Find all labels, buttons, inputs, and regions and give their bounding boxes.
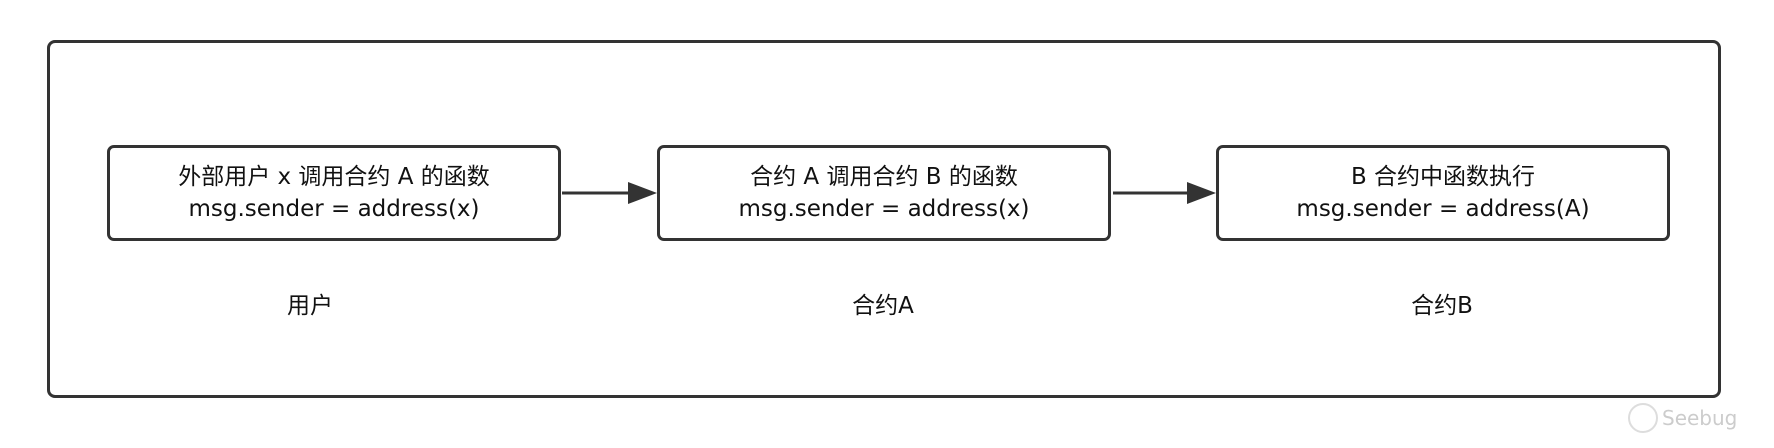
arrow-1: [562, 182, 657, 204]
seebug-watermark: Seebug: [1628, 403, 1737, 433]
label-contract-a: 合约A: [852, 293, 914, 319]
node-title: 外部用户 x 调用合约 A 的函数: [178, 164, 490, 190]
watermark-text: Seebug: [1662, 406, 1738, 430]
node-title: 合约 A 调用合约 B 的函数: [750, 164, 1018, 190]
container-frame: [47, 40, 1721, 398]
label-contract-b: 合约B: [1411, 293, 1473, 319]
node-sender: msg.sender = address(x): [738, 196, 1030, 222]
label-user: 用户: [287, 293, 333, 319]
node-sender: msg.sender = address(x): [188, 196, 480, 222]
node-contract-b: B 合约中函数执行 msg.sender = address(A): [1216, 145, 1670, 241]
node-user: 外部用户 x 调用合约 A 的函数 msg.sender = address(x…: [107, 145, 561, 241]
node-sender: msg.sender = address(A): [1296, 196, 1590, 222]
seebug-logo-icon: [1628, 403, 1658, 433]
node-title: B 合约中函数执行: [1350, 164, 1536, 190]
node-contract-a: 合约 A 调用合约 B 的函数 msg.sender = address(x): [657, 145, 1111, 241]
arrow-2: [1113, 182, 1216, 204]
